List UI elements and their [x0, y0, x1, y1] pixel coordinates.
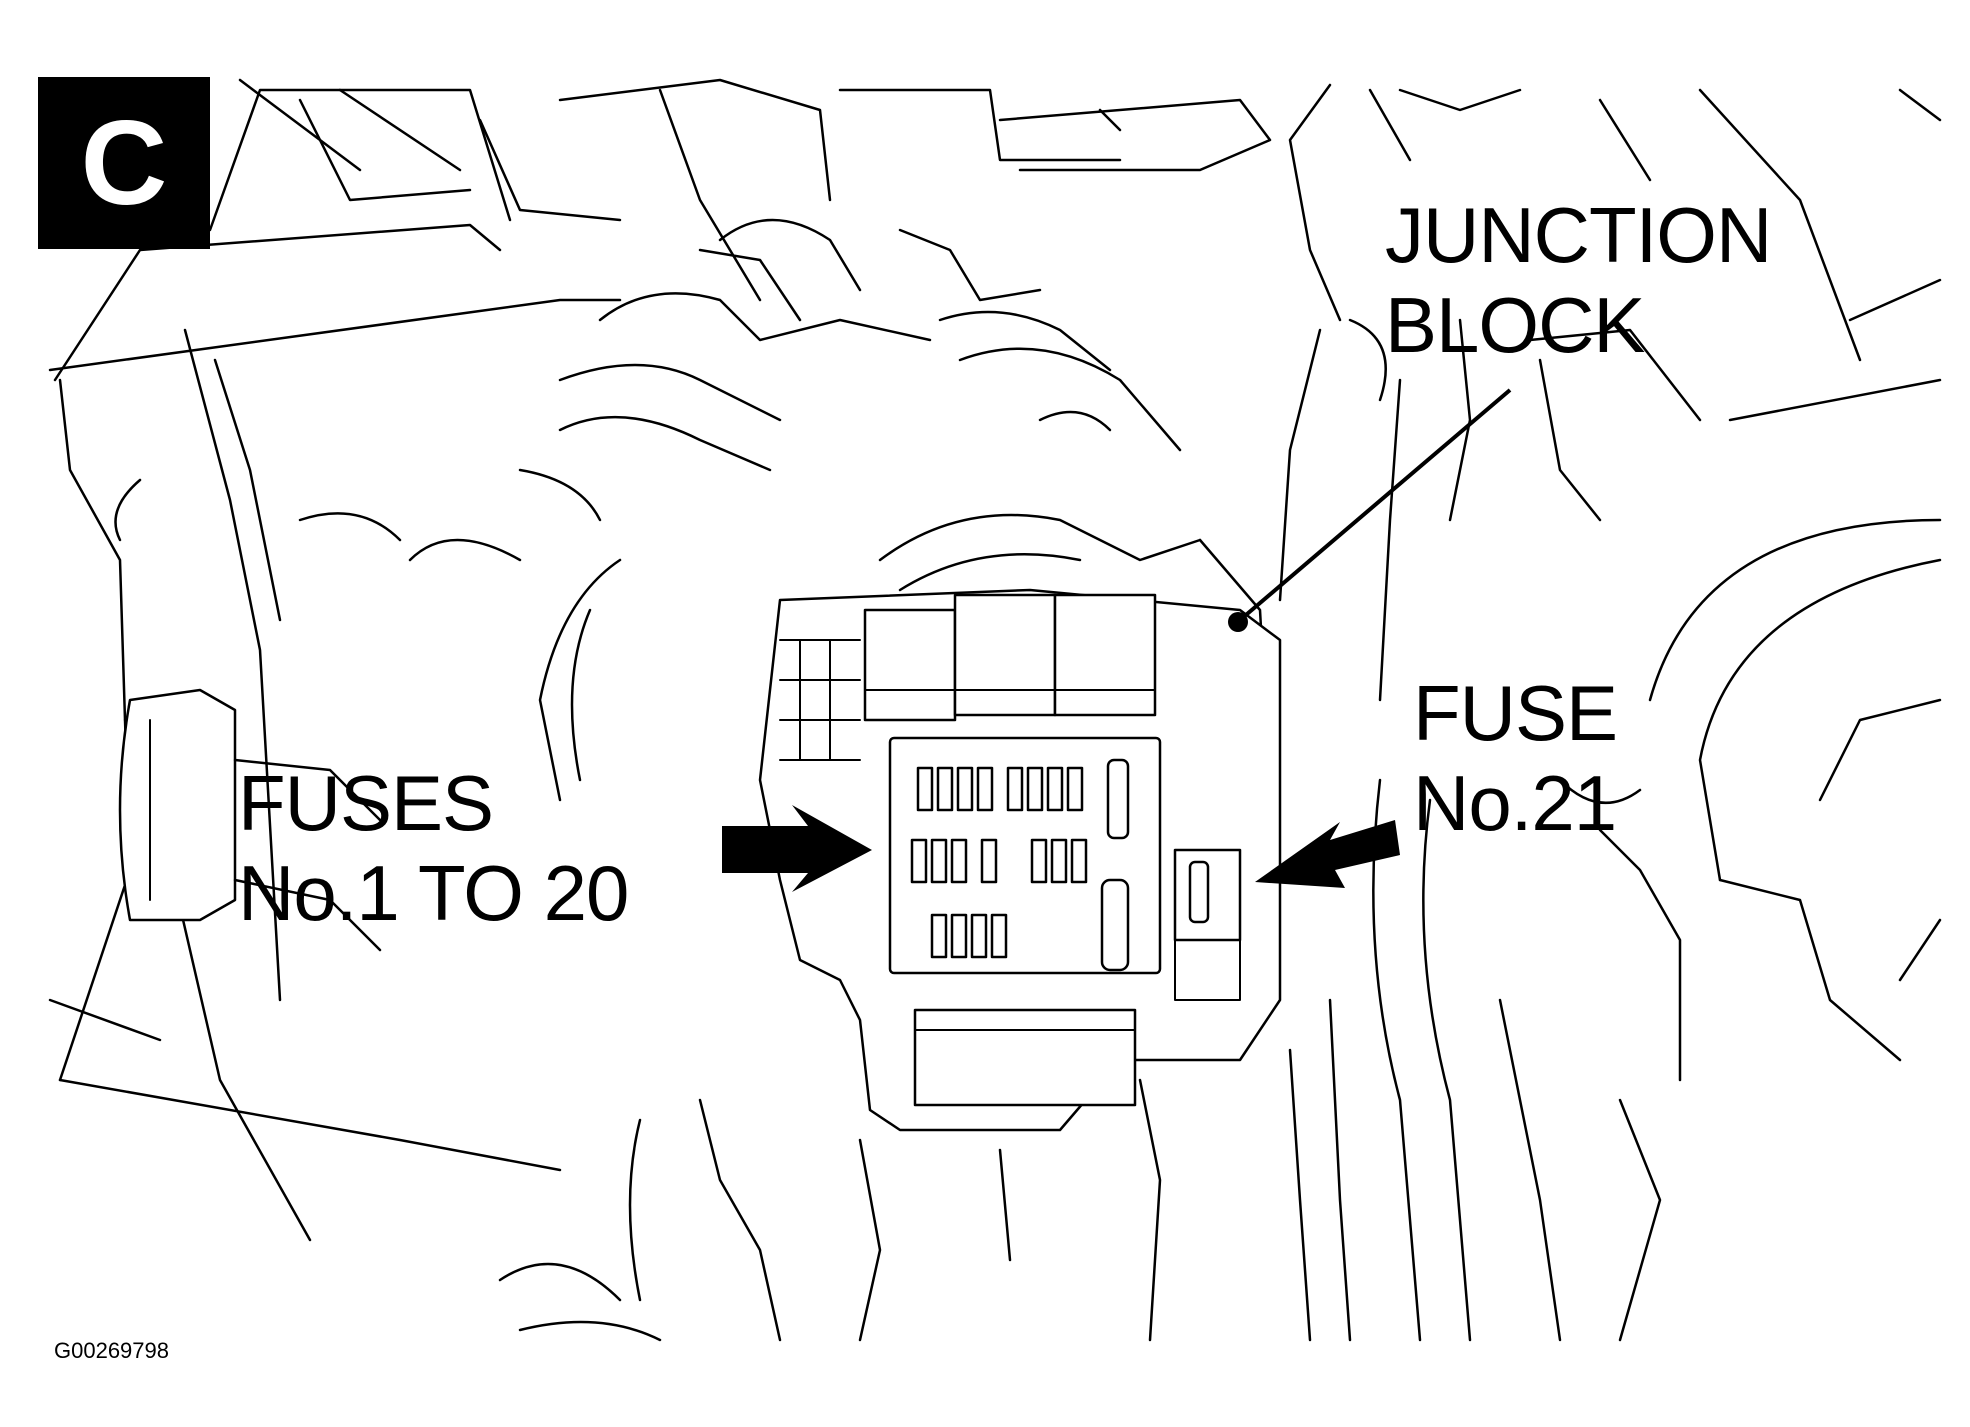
fuse-21-label-line2: No.21	[1413, 759, 1617, 847]
fuse-row-2	[910, 838, 1088, 884]
fuse-21-housing	[1173, 848, 1242, 1001]
junction-block	[758, 588, 1282, 1132]
dashboard-structure	[48, 78, 1942, 422]
left-harness-clip	[118, 688, 382, 952]
right-structure	[1288, 518, 1942, 1342]
fuse-row-3	[930, 878, 1130, 972]
fuse-21-label-line1: FUSE	[1413, 669, 1618, 757]
fuse-21-label: FUSE No.21	[1413, 668, 1618, 848]
fuse-row-1	[916, 758, 1130, 840]
figure-id: G00269798	[54, 1338, 169, 1363]
junction-leader-line	[1238, 388, 1512, 622]
wire-harness	[298, 218, 1602, 802]
junction-block-label-line1: JUNCTION	[1385, 191, 1772, 279]
fuses-label-line1: FUSES	[238, 759, 494, 847]
arrow-left-icon	[1255, 820, 1400, 888]
fuses-label-line2: No.1 TO 20	[238, 849, 629, 937]
lower-structure	[498, 1078, 1162, 1342]
leader-dot-icon	[1228, 612, 1248, 632]
arrow-right-icon	[722, 805, 872, 892]
junction-block-label-line2: BLOCK	[1385, 281, 1645, 369]
view-badge: C	[38, 77, 210, 249]
junction-block-label: JUNCTION BLOCK	[1385, 190, 1772, 370]
fuses-1-20-label: FUSES No.1 TO 20	[238, 758, 629, 938]
